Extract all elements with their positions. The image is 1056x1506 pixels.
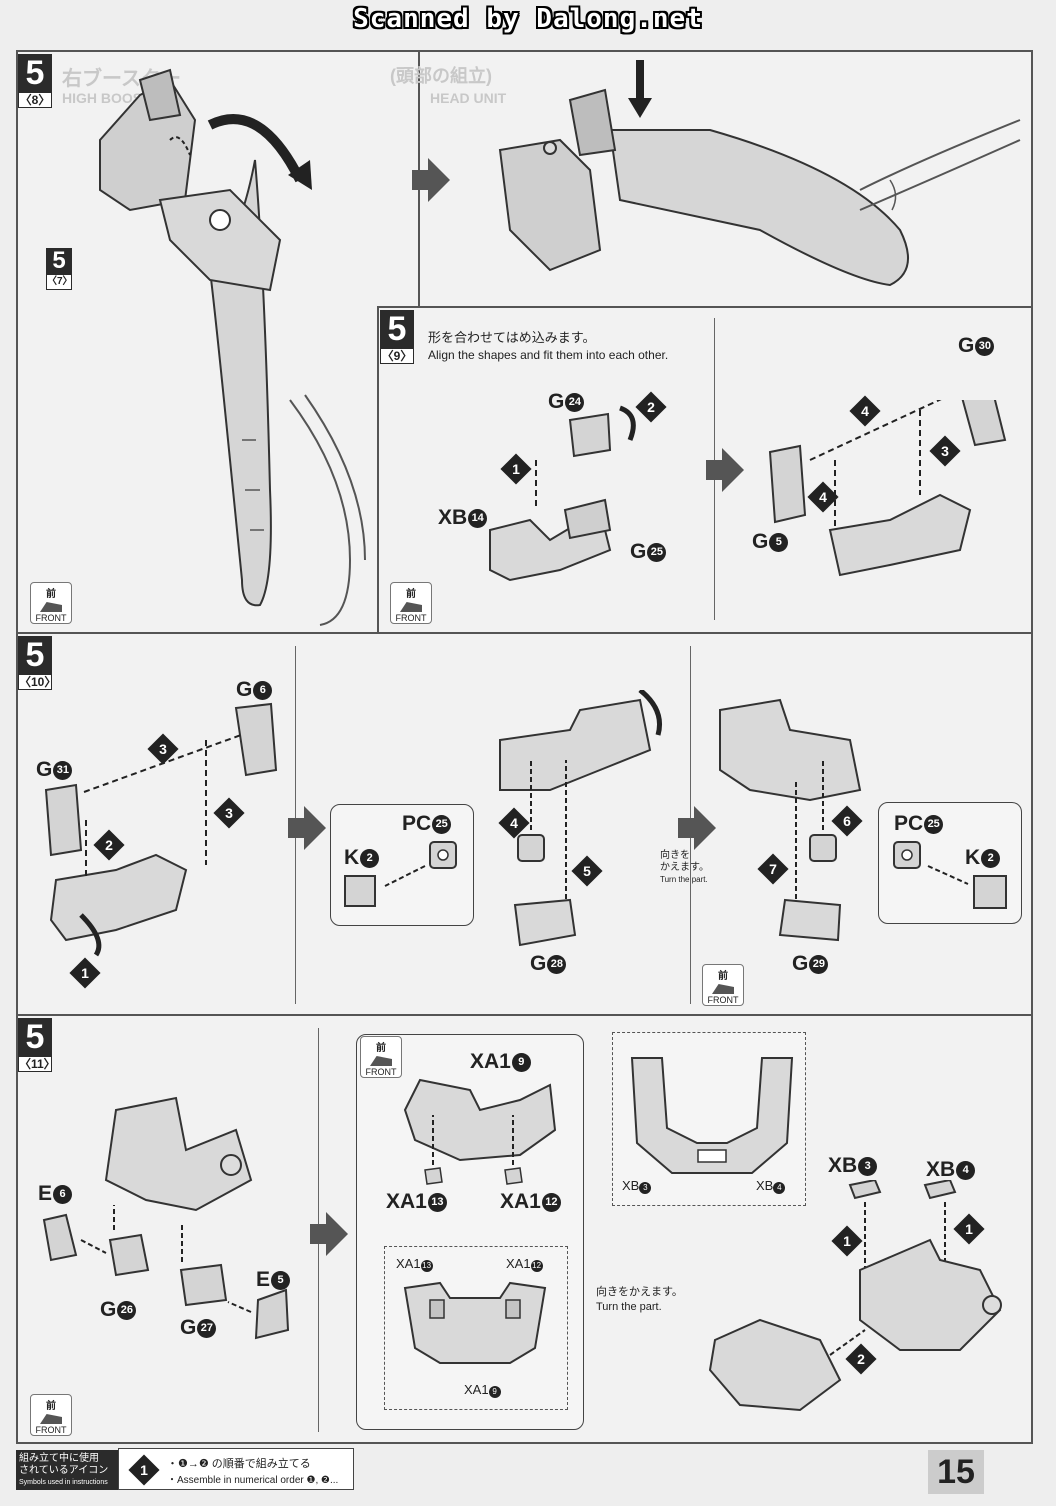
step-badge-10: 5 〈10〉 — [18, 636, 57, 690]
front-indicator: 前 FRONT — [702, 964, 744, 1006]
step-flow-arrow-icon — [678, 806, 716, 850]
turn-part-note-jp: 向きをかえます。 — [596, 1286, 683, 1298]
legend-box: 1 ・❶→❷ の順番で組み立てる ・Assemble in numerical … — [118, 1448, 354, 1490]
booster-assembled-illustration — [498, 60, 1021, 287]
order-marker: 7 — [757, 853, 789, 885]
step-11-right-illustration — [708, 1180, 1002, 1412]
step-10-left-illustration — [44, 702, 278, 957]
front-arrow-icon — [712, 984, 734, 994]
front-indicator: 前 FRONT — [30, 1394, 72, 1436]
pc25-k2-right-illustration — [893, 841, 1007, 909]
step-10-right-illustration — [719, 698, 862, 942]
front-indicator: 前 FRONT — [30, 582, 72, 624]
booster-leg-illustration — [99, 68, 366, 626]
xb-detail-illustration — [630, 1057, 794, 1174]
step-10-middle-illustration — [499, 690, 662, 947]
legend-title: 組み立て中に使用 されているアイコン Symbols used in instr… — [16, 1450, 118, 1490]
order-marker-icon: 1 — [128, 1454, 160, 1486]
page-number: 15 — [928, 1450, 984, 1494]
substep-sub: 〈7〉 — [46, 274, 73, 290]
step-9-parts-illustration — [489, 400, 1007, 582]
substep-number: 5 — [46, 248, 72, 274]
front-arrow-icon — [370, 1056, 392, 1066]
step-sub: 〈9〉 — [380, 348, 414, 364]
step-badge-8: 5 〈8〉 — [18, 54, 52, 108]
step-number: 5 — [18, 636, 52, 674]
step-11-left-illustration — [42, 1096, 290, 1340]
step-badge-11: 5 〈11〉 — [18, 1018, 56, 1072]
front-arrow-icon — [40, 602, 62, 612]
step-flow-arrow-icon — [310, 1212, 348, 1256]
ghost-text: HEAD UNIT — [430, 90, 507, 106]
step-flow-arrow-icon — [412, 158, 450, 202]
pc25-k2-left-illustration — [344, 841, 457, 907]
front-indicator: 前 FRONT — [390, 582, 432, 624]
xa1-part-illustration — [403, 1078, 557, 1185]
step-sub: 〈8〉 — [18, 92, 52, 108]
instruction-jp: 形を合わせてはめ込みます。 — [428, 330, 596, 345]
legend-text-jp: ・❶→❷ の順番で組み立てる — [167, 1458, 311, 1470]
instruction-en: Align the shapes and fit them into each … — [428, 348, 669, 362]
legend-text-en: ・Assemble in numerical order ❶, ❷... — [167, 1475, 339, 1486]
ghost-text: (頭部の組立) — [390, 66, 492, 86]
front-arrow-icon — [400, 602, 422, 612]
scan-watermark: Scanned by Dalong.net — [353, 4, 703, 34]
step-flow-arrow-icon — [706, 448, 744, 492]
step-sub: 〈11〉 — [18, 1056, 56, 1072]
step-badge-9: 5 〈9〉 — [380, 310, 414, 364]
step-sub: 〈10〉 — [18, 674, 57, 690]
front-indicator: 前 FRONT — [360, 1036, 402, 1078]
xa1-detail-illustration — [403, 1281, 547, 1364]
step-number: 5 — [380, 310, 414, 348]
step-flow-arrow-icon — [288, 806, 326, 850]
front-arrow-icon — [40, 1414, 62, 1424]
step-number: 5 — [18, 54, 52, 92]
step-number: 5 — [18, 1018, 52, 1056]
order-marker: 6 — [831, 805, 863, 837]
turn-part-note-en: Turn the part. — [596, 1301, 662, 1313]
turn-part-note: 向きを かえます。 Turn the part. — [660, 850, 709, 884]
substep-badge-7: 5 〈7〉 — [46, 248, 73, 290]
